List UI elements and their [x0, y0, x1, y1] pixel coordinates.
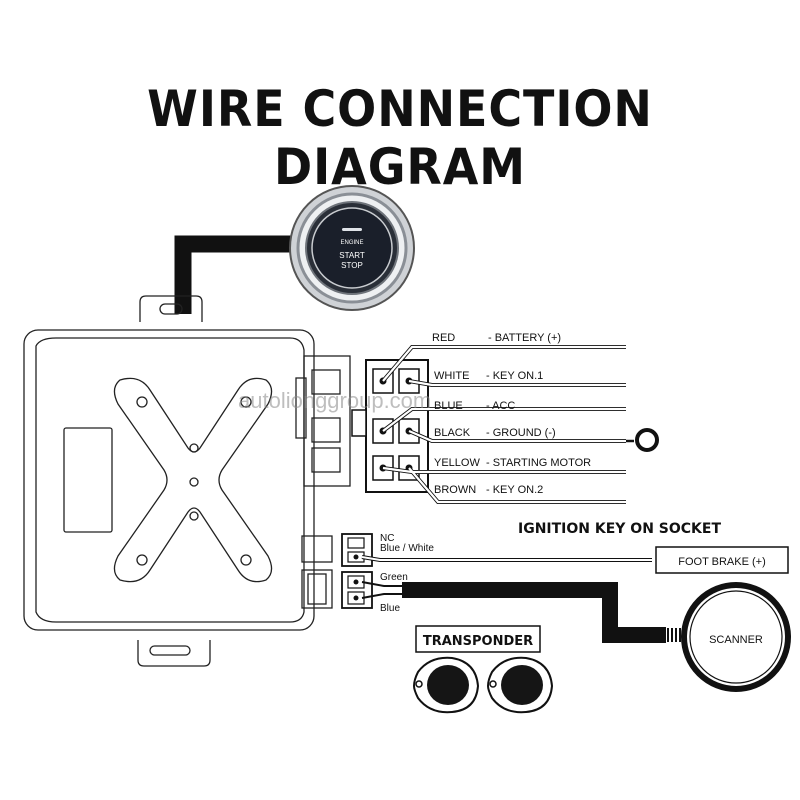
wire-white-function: - KEY ON.1 — [486, 370, 543, 382]
start-button-engine-label: ENGINE — [340, 240, 363, 246]
blue-white-label: Blue / White — [380, 543, 434, 554]
blue-wire — [361, 593, 402, 599]
ground-ring-terminal — [635, 428, 659, 452]
foot-brake-label: FOOT BRAKE (+) — [678, 556, 766, 568]
watermark: autolionggroup.com — [238, 388, 431, 413]
page-title: WIRE CONNECTION DIAGRAM — [147, 80, 653, 196]
scanner-connector — [341, 571, 373, 609]
wire-red-color: RED — [432, 332, 455, 344]
wire-yellow-color: YELLOW — [434, 457, 480, 469]
start-button-stop-label: STOP — [341, 261, 363, 270]
control-box — [23, 295, 351, 667]
transponder-fob-2 — [486, 656, 554, 714]
wire-brown-color: BROWN — [434, 484, 476, 496]
wire-black-function: - GROUND (-) — [486, 427, 556, 439]
ignition-socket-heading: IGNITION KEY ON SOCKET — [518, 521, 721, 537]
foot-brake-connector — [341, 533, 373, 567]
green-label: Green — [380, 572, 408, 583]
scanner-cable — [402, 582, 666, 643]
wire-yellow-function: - STARTING MOTOR — [486, 457, 591, 469]
wire-brown-function: - KEY ON.2 — [486, 484, 543, 496]
wire-white-color: WHITE — [434, 370, 469, 382]
wire-blue-function: - ACC — [486, 400, 515, 412]
main-wires — [381, 345, 634, 504]
start-button-cable — [174, 235, 300, 314]
foot-brake-box — [655, 546, 789, 574]
nc-label: NC — [380, 533, 394, 544]
wire-black-color: BLACK — [434, 427, 471, 439]
transponder-label: TRANSPONDER — [423, 634, 533, 649]
transponder-box — [415, 625, 541, 653]
scanner-label: SCANNER — [709, 634, 763, 646]
start-stop-button: ENGINE START STOP — [289, 185, 415, 311]
wire-blue-color: BLUE — [434, 400, 463, 412]
scanner-coil — [681, 582, 791, 692]
green-wire — [361, 581, 402, 587]
start-button-start-label: START — [339, 251, 365, 260]
transponder-fob-1 — [412, 656, 480, 714]
wire-red-function: - BATTERY (+) — [488, 332, 561, 344]
scanner-cable-ribs — [667, 628, 681, 642]
blue-label: Blue — [380, 603, 400, 614]
